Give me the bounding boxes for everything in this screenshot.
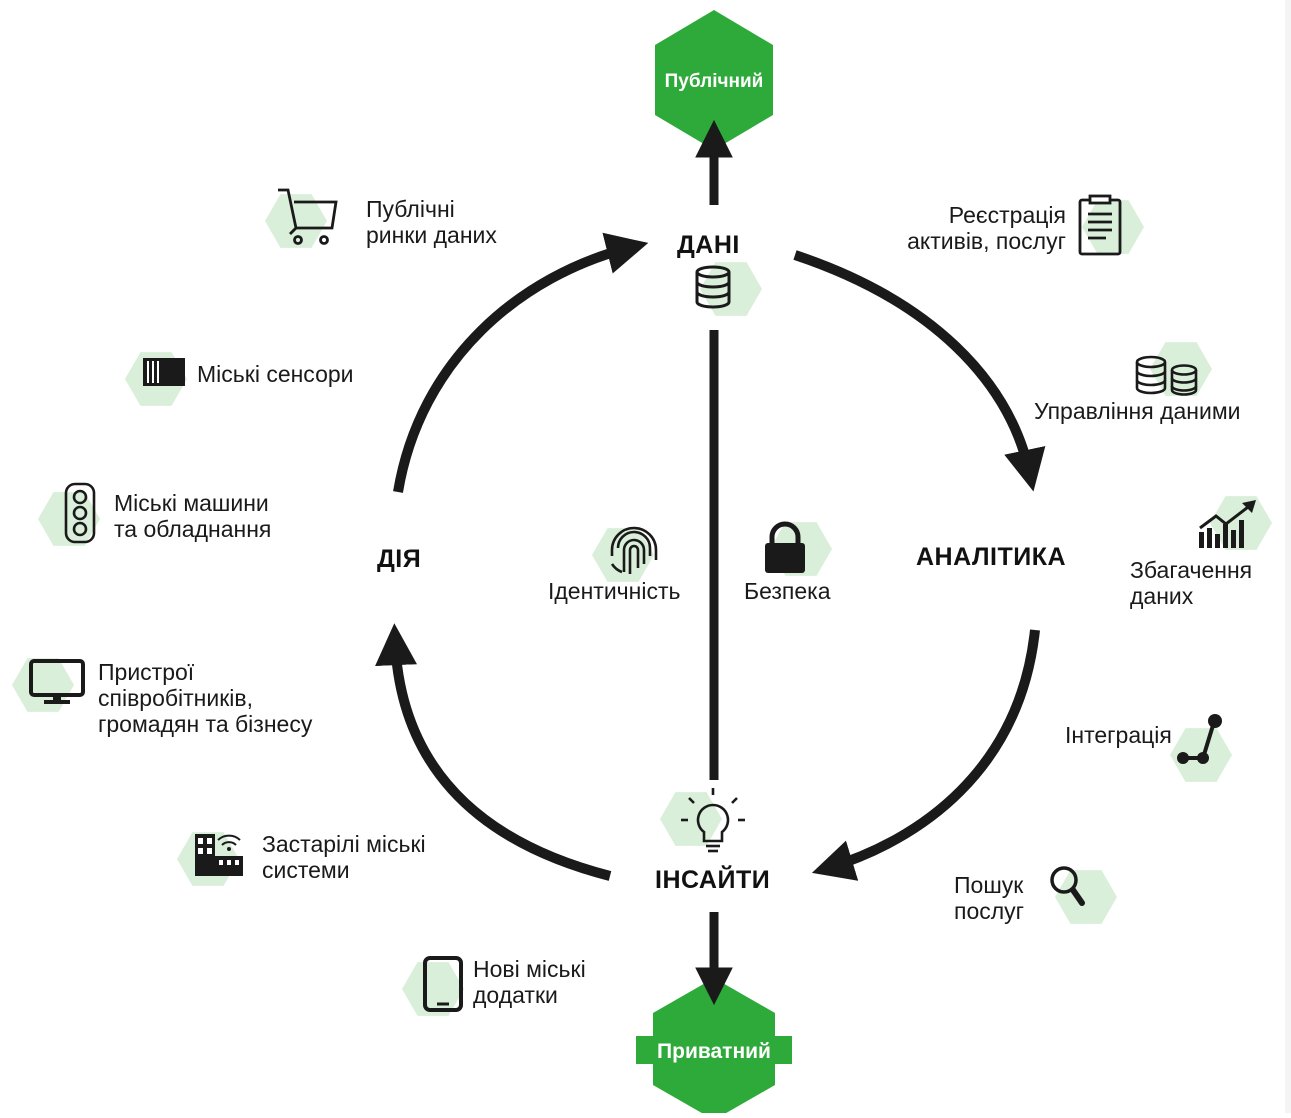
- left-item-line2: та обладнання: [114, 516, 272, 542]
- integration-nodes-icon: [1177, 714, 1222, 764]
- right-item-line2: активів, послуг: [907, 228, 1066, 254]
- right-item-service-search: Пошук послуг: [954, 872, 1024, 924]
- database-icon: [695, 265, 731, 309]
- stage-insights-label: ІНСАЙТИ: [655, 866, 771, 894]
- left-item-new-apps: Нові міські додатки: [473, 956, 586, 1008]
- left-item-city-sensors: Міські сенсори: [197, 361, 354, 387]
- shopping-cart-icon: [278, 188, 338, 245]
- left-item-line1: Публічні: [366, 196, 455, 222]
- traffic-light-icon: [64, 482, 96, 544]
- identity-label: Ідентичність: [548, 578, 681, 604]
- left-item-line2: ринки даних: [366, 222, 497, 248]
- left-item-line1: Застарілі міські: [262, 831, 426, 857]
- private-hexagon: Приватний: [636, 978, 792, 1118]
- left-item-line1: Міські машини: [114, 490, 269, 516]
- lightbulb-icon: [681, 788, 745, 853]
- left-item-line1: Міські сенсори: [197, 361, 354, 387]
- security-label: Безпека: [744, 578, 831, 604]
- public-hexagon-label: Публічний: [665, 71, 764, 92]
- left-item-line2: системи: [262, 857, 350, 883]
- growth-chart-icon: [1199, 500, 1256, 548]
- legacy-building-icon: [195, 834, 243, 876]
- stage-action-label: ДІЯ: [377, 545, 422, 573]
- right-item-line1: Реєстрація: [948, 202, 1066, 228]
- scrollbar-edge: [1285, 0, 1291, 1113]
- right-item-integration: Інтеграція: [1065, 722, 1172, 748]
- left-item-city-machines: Міські машини та обладнання: [114, 490, 271, 542]
- sensor-icon: [143, 358, 185, 386]
- right-item-data-enrichment: Збагачення даних: [1130, 557, 1252, 609]
- right-item-line2: послуг: [954, 898, 1025, 924]
- left-item-line2: додатки: [473, 982, 558, 1008]
- database-pair-icon: [1135, 355, 1198, 396]
- magnifier-icon: [1050, 866, 1085, 906]
- stage-data-label: ДАНІ: [677, 231, 740, 259]
- right-item-line1: Пошук: [954, 872, 1024, 898]
- hex-backgrounds: [12, 194, 1272, 1016]
- left-item-line3: громадян та бізнесу: [98, 711, 313, 737]
- arrow-insights-to-action: [375, 623, 612, 881]
- left-item-devices: Пристрої співробітників, громадян та біз…: [98, 659, 312, 737]
- left-item-legacy-systems: Застарілі міські системи: [262, 831, 426, 883]
- right-item-line2: даних: [1130, 583, 1194, 609]
- stage-analytics-label: АНАЛІТИКА: [916, 543, 1067, 571]
- fingerprint-icon: [610, 526, 658, 574]
- right-item-registry: Реєстрація активів, послуг: [882, 202, 1066, 254]
- arrow-data-to-analytics: [793, 250, 1046, 492]
- left-item-line1: Нові міські: [473, 956, 586, 982]
- left-item-line2: співробітників,: [98, 685, 254, 711]
- public-hexagon: Публічний: [655, 10, 773, 150]
- right-item-line1: Інтеграція: [1065, 722, 1172, 748]
- private-hexagon-label: Приватний: [657, 1040, 771, 1063]
- right-item-data-management: Управління даними: [1034, 398, 1241, 424]
- left-item-line1: Пристрої: [98, 659, 195, 685]
- arrow-action-to-data: [393, 232, 649, 493]
- document-icon: [1078, 194, 1122, 256]
- lock-icon: [765, 521, 805, 573]
- smartphone-icon: [423, 956, 463, 1012]
- right-item-line1: Управління даними: [1034, 398, 1241, 424]
- monitor-icon: [29, 659, 85, 704]
- arrow-analytics-to-insights: [811, 629, 1040, 881]
- left-item-public-markets: Публічні ринки даних: [366, 196, 497, 248]
- right-item-line1: Збагачення: [1130, 557, 1253, 583]
